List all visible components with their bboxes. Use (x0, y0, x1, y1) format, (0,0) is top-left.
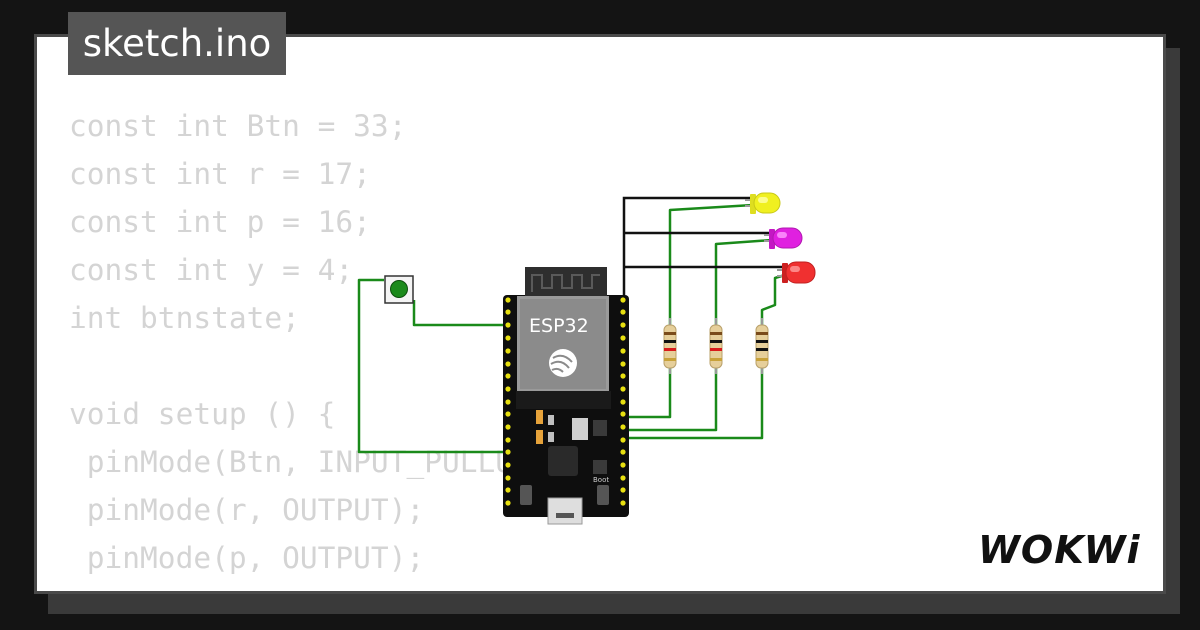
led-red[interactable] (777, 261, 816, 284)
led-magenta[interactable] (764, 227, 803, 249)
wire-red-resistor (760, 273, 786, 325)
wire-ground-yellow (622, 196, 750, 296)
wire-yellow-resistor (668, 203, 754, 325)
esp32-chip-label: ESP32 (529, 315, 589, 337)
wire-button-left (357, 278, 508, 454)
push-button[interactable] (384, 275, 414, 304)
wokwi-logo: WOKWi (978, 528, 1141, 572)
esp32-board[interactable]: ESP32 Boot (503, 267, 629, 525)
led-yellow[interactable] (745, 192, 781, 214)
code-line: pinMode(r, OUTPUT); (69, 493, 425, 527)
code-line: const int r = 17; (69, 157, 371, 191)
wire-magenta-resistor (714, 238, 773, 325)
resistor-2[interactable] (709, 318, 723, 374)
resistor-3[interactable] (755, 318, 769, 374)
resistor-1[interactable] (663, 318, 677, 374)
esp32-pins-right (620, 297, 626, 506)
wire-resistor1-esp (622, 368, 672, 419)
code-editor: const int Btn = 33; const int r = 17; cons… (69, 102, 566, 591)
code-line: pinMode(y, OUTPUT); (69, 582, 566, 591)
wire-resistor3-esp (622, 368, 764, 440)
code-line: const int p = 16; (69, 205, 371, 239)
code-line: void setup () { (69, 397, 336, 431)
wires-green (357, 203, 786, 454)
wire-resistor2-esp (622, 368, 718, 432)
code-line: const int Btn = 33; (69, 109, 407, 143)
boot-label: Boot (593, 476, 609, 484)
esp32-pins-left (505, 297, 511, 506)
code-line: const int y = 4; (69, 253, 354, 287)
file-tab[interactable]: sketch.ino (68, 12, 286, 75)
code-line: int btnstate; (69, 301, 300, 335)
wires-black (622, 196, 783, 296)
code-line: pinMode(p, OUTPUT); (69, 541, 425, 575)
wire-button-right (412, 300, 508, 327)
